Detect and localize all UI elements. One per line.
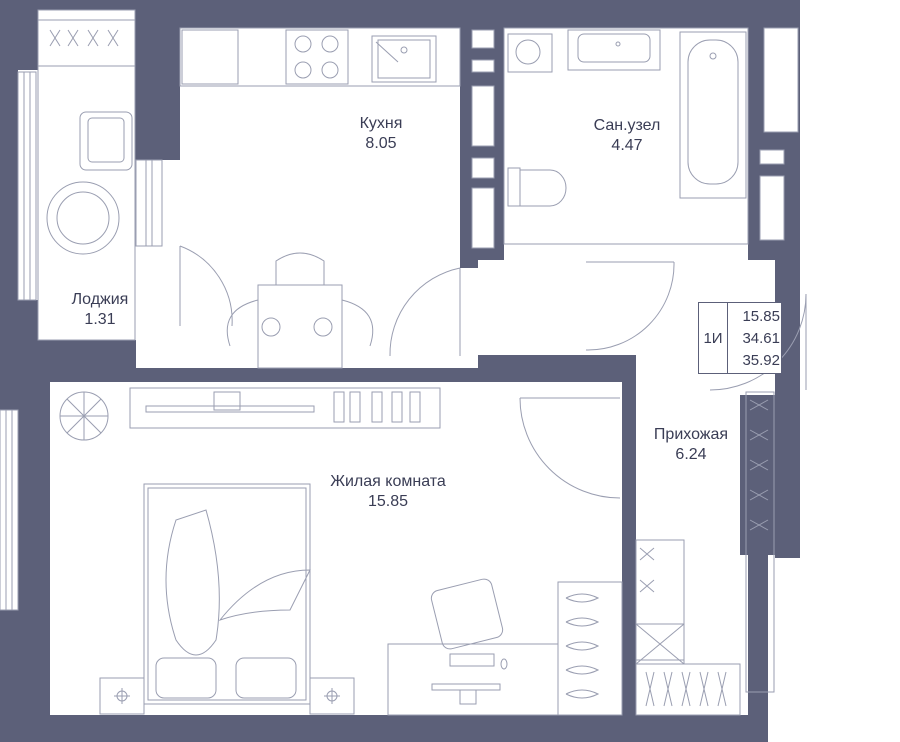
room-name: Сан.узел — [593, 117, 661, 134]
room-label-bathroom: Сан.узел 4.47 — [594, 116, 661, 156]
room-name: Прихожая — [653, 426, 729, 443]
living-area-value: 15.85 — [742, 308, 780, 325]
floor-areas — [38, 10, 775, 715]
room-label-kitchen: Кухня 8.05 — [360, 114, 403, 154]
room-name: Лоджия — [71, 291, 129, 308]
shaft-blocks — [471, 27, 799, 249]
apartment-info-box: 1И 15.85 34.61 35.92 — [698, 302, 782, 374]
room-name: Кухня — [359, 115, 403, 132]
room-label-loggia: Лоджия 1.31 — [72, 290, 129, 330]
room-area: 4.47 — [611, 137, 643, 154]
apartment-areas: 15.85 34.61 35.92 — [728, 306, 780, 372]
apartment-type: 1И — [699, 303, 728, 373]
room-label-living: Жилая комната 15.85 — [330, 472, 446, 512]
total-area-value: 34.61 — [742, 330, 780, 347]
room-area: 6.24 — [675, 446, 707, 463]
room-name: Жилая комната — [330, 473, 446, 490]
loggia-furniture — [37, 9, 136, 341]
bathroom-furniture — [503, 27, 749, 351]
windows — [0, 71, 163, 611]
living-furniture — [59, 387, 623, 716]
total-area-with-loggia-value: 35.92 — [742, 352, 780, 369]
room-area: 8.05 — [365, 135, 397, 152]
room-label-hallway: Прихожая 6.24 — [654, 425, 728, 465]
kitchen-furniture — [179, 27, 461, 369]
room-area: 1.31 — [84, 311, 116, 328]
room-area: 15.85 — [367, 493, 409, 510]
